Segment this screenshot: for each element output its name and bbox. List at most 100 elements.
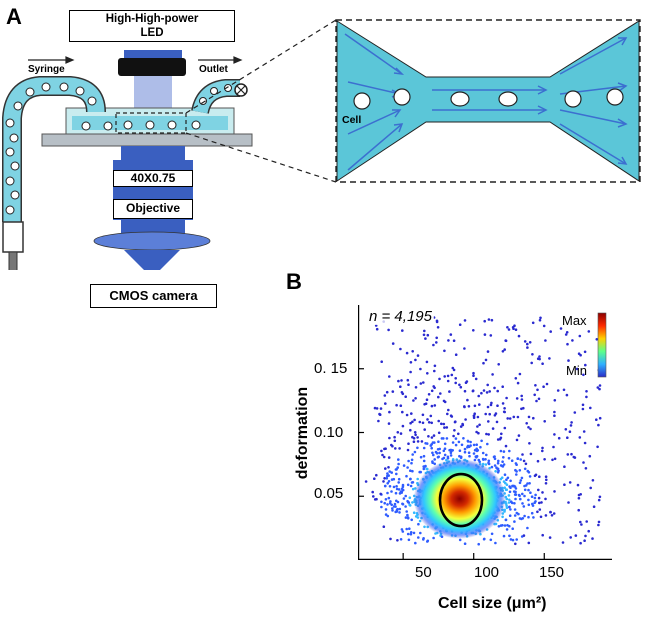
scatter-point — [416, 440, 420, 443]
scatter-point — [549, 510, 552, 514]
scatter-point — [523, 494, 526, 498]
scatter-point — [499, 524, 503, 527]
scatter-point — [530, 511, 534, 515]
scatter-point — [452, 434, 455, 438]
scatter-point — [443, 349, 446, 353]
scatter-point — [503, 486, 506, 489]
scatter-point — [462, 437, 465, 440]
scatter-point — [406, 532, 410, 536]
scatter-point — [413, 418, 416, 422]
scatter-point — [463, 447, 467, 451]
scatter-point — [548, 536, 552, 539]
scatter-point — [448, 448, 451, 452]
scatter-point — [502, 450, 506, 453]
scatter-point — [398, 507, 402, 511]
colorbar-min-label: Min — [566, 363, 587, 378]
scatter-point — [473, 458, 477, 462]
scatter-point — [533, 474, 537, 478]
scatter-point — [452, 368, 456, 372]
scatter-point — [582, 461, 585, 464]
scatter-point — [472, 443, 476, 447]
scatter-point — [515, 538, 518, 541]
scatter-point — [400, 491, 403, 494]
scatter-point — [433, 404, 437, 407]
scatter-point — [532, 416, 535, 420]
scatter-point — [472, 414, 476, 418]
scatter-point — [514, 542, 517, 546]
scatter-point — [505, 396, 508, 400]
scatter-point — [493, 464, 497, 467]
scatter-point — [458, 383, 461, 387]
scatter-point — [442, 449, 446, 453]
scatter-point — [393, 439, 397, 443]
scatter-point — [472, 452, 476, 455]
scatter-point — [380, 360, 383, 363]
scatter-point — [486, 442, 489, 446]
scatter-point — [502, 410, 506, 414]
scatter-point — [523, 467, 527, 471]
scatter-point — [464, 381, 468, 384]
syringe-cells — [5, 82, 97, 215]
scatter-point — [534, 493, 537, 497]
scatter-point — [458, 323, 462, 326]
scatter-point — [393, 502, 397, 506]
x-axis-title: Cell size (μm²) — [438, 595, 547, 612]
scatter-point — [514, 328, 518, 331]
scatter-point — [379, 407, 383, 410]
scatter-point — [478, 403, 481, 406]
scatter-point — [504, 502, 508, 506]
scatter-point — [496, 471, 500, 474]
scatter-point — [443, 426, 446, 429]
scatter-point — [501, 350, 505, 353]
scatter-point — [472, 371, 475, 375]
scatter-point — [533, 393, 536, 397]
scatter-point — [409, 477, 412, 481]
scatter-point — [597, 498, 601, 502]
scatter-point — [435, 319, 439, 323]
scatter-point — [426, 333, 430, 337]
scatter-point — [412, 511, 416, 514]
scatter-point — [512, 415, 516, 419]
scatter-point — [583, 441, 587, 445]
scatter-point — [473, 448, 477, 452]
scatter-point — [445, 426, 449, 429]
scatter-point — [404, 494, 407, 498]
scatter-point — [534, 384, 537, 387]
scatter-point — [527, 488, 530, 492]
scatter-point — [597, 523, 600, 527]
scatter-point — [579, 353, 582, 357]
scatter-point — [422, 333, 426, 337]
sample-count-annotation: n = 4,195 — [367, 308, 434, 325]
channel-shape — [336, 20, 640, 182]
scatter-point — [540, 501, 543, 504]
scatter-point — [505, 506, 509, 510]
scatter-point — [474, 377, 478, 381]
scatter-point — [391, 509, 394, 512]
scatter-point — [521, 453, 524, 456]
scatter-point — [390, 471, 393, 474]
scatter-point — [390, 490, 393, 493]
scatter-point — [401, 502, 404, 506]
scatter-point — [405, 474, 408, 478]
scatter-point — [548, 357, 551, 360]
scatter-point — [480, 439, 483, 443]
scatter-point — [536, 459, 540, 463]
scatter-point — [440, 422, 443, 426]
scatter-point — [430, 389, 434, 393]
scatter-point — [401, 424, 405, 428]
scatter-point — [416, 446, 419, 450]
scatter-point — [401, 530, 405, 533]
scatter-point — [412, 440, 416, 443]
panel-label-b: B — [286, 269, 302, 294]
scatter-point — [375, 497, 378, 501]
scatter-point — [406, 466, 409, 469]
scatter-point — [476, 415, 480, 419]
scatter-point — [514, 462, 518, 465]
scatter-point — [478, 423, 481, 427]
scatter-point — [383, 501, 386, 505]
scatter-point — [579, 520, 582, 524]
scatter-point — [405, 413, 409, 417]
scatter-point — [426, 467, 429, 471]
scatter-point — [467, 405, 471, 408]
scatter-point — [508, 534, 511, 538]
